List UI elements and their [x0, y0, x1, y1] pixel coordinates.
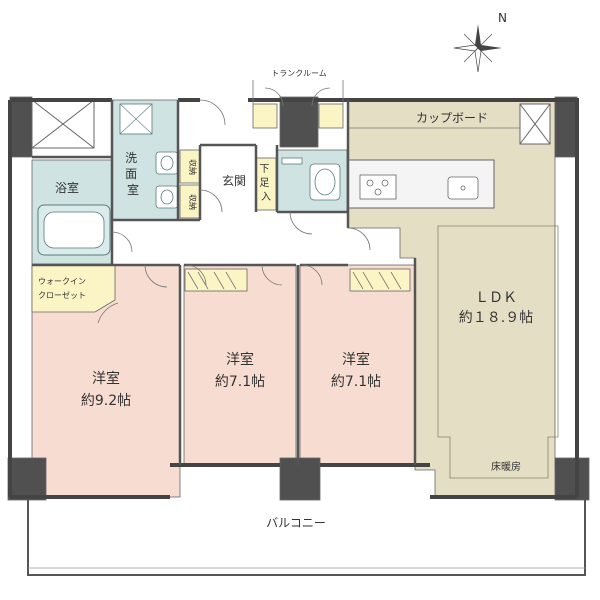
- bathtub-icon: [37, 204, 111, 256]
- pillar-bottom-mid: [279, 457, 321, 501]
- western-room-3-area: [299, 264, 416, 466]
- floor-heating-outline: [437, 225, 559, 479]
- storage-bottom-label: 収納: [188, 194, 198, 210]
- trunk-room-label: トランクルーム: [271, 69, 327, 78]
- western-room-2-area: [183, 264, 297, 466]
- western-room-3-size: 約7.1帖: [331, 374, 381, 390]
- ldk-name-label: ＬＤＫ: [475, 290, 517, 306]
- sink-icon: [447, 176, 479, 200]
- balcony: [27, 500, 586, 576]
- doors: [97, 80, 371, 324]
- pillar-bottom-left: [7, 457, 47, 501]
- kitchen-counter: [347, 159, 495, 209]
- bath-label: 浴室: [55, 180, 79, 195]
- inner-walls: [32, 100, 417, 465]
- walkin-closet-label: ウォークイン クローゼット: [38, 277, 89, 300]
- cupboard-label: カップボード: [416, 111, 488, 125]
- western-room-2-name: 洋室: [226, 351, 254, 368]
- washbasin-icon: [155, 151, 179, 209]
- pillar-top-left: [9, 96, 33, 158]
- closet-room1-area: [184, 268, 248, 292]
- washroom-label: 洗 面 室: [125, 151, 141, 197]
- shafts: [31, 99, 551, 149]
- toilet-icon: [281, 157, 341, 201]
- western-room-3-name: 洋室: [342, 351, 370, 368]
- shoe-storage-label: 下 足 入: [259, 164, 272, 203]
- trunk-room-right: [318, 103, 344, 129]
- closet-room3-area: [349, 268, 411, 292]
- pillar-top-right: [554, 96, 578, 158]
- balcony-label: バルコニー: [266, 516, 326, 530]
- trunk-room-left: [252, 103, 278, 129]
- room-fills: [31, 99, 559, 498]
- closet-doors: [187, 271, 402, 290]
- compass-rose-icon: [453, 24, 502, 73]
- western-room-1-name: 洋室: [92, 370, 120, 387]
- entrance-label: 玄関: [222, 173, 246, 188]
- storage-top-label: 収納: [188, 159, 198, 175]
- floor-heating-label: 床暖房: [491, 460, 521, 473]
- walls: [8, 98, 579, 499]
- compass-north-label: N: [498, 11, 507, 25]
- pillar-bottom-right: [554, 457, 590, 501]
- western-room-1-size: 約9.2帖: [81, 393, 131, 409]
- ldk-size-label: 約１８.９帖: [459, 310, 533, 326]
- walkin-closet-area: [31, 264, 116, 313]
- western-room-2-size: 約7.1帖: [215, 374, 265, 390]
